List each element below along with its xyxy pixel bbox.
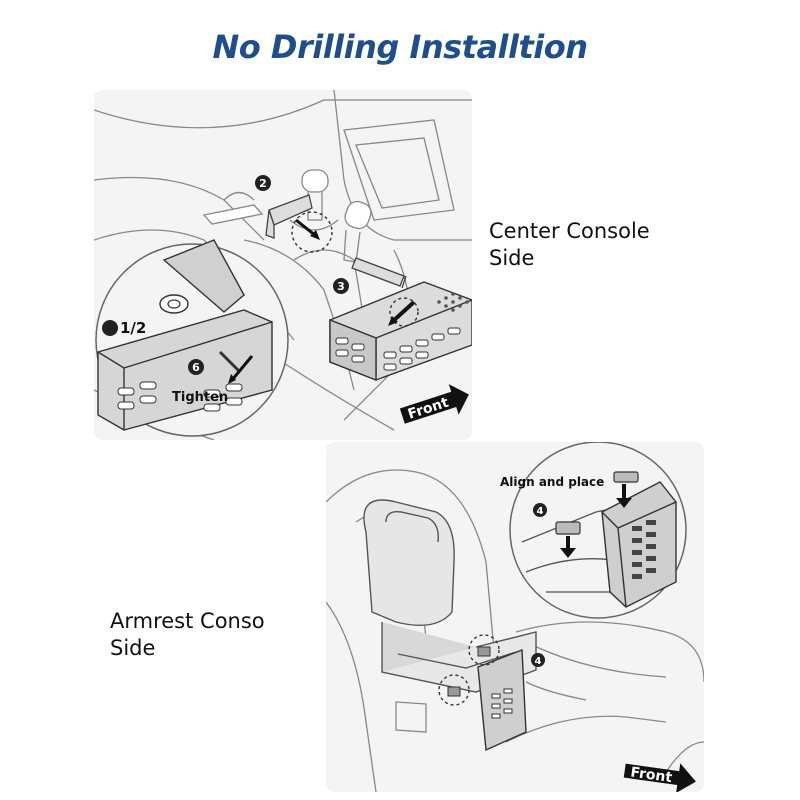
step-badge-2: 2 [255,175,271,191]
svg-text:6: 6 [192,361,200,374]
step-badge-1-2: 1/2 [102,319,146,337]
svg-text:1/2: 1/2 [120,319,146,337]
svg-text:3: 3 [337,280,345,293]
tighten-label: Tighten [172,390,228,405]
center-console-illustration: 2 3 6 1/2 Tighten Front [94,90,472,440]
step-badge-3: 3 [333,278,349,294]
svg-text:Front: Front [629,764,673,786]
step-badge-6: 6 [188,359,204,375]
armrest-label-line2: Side [110,636,156,660]
svg-text:Front: Front [406,395,451,423]
front-arrow: Front [399,384,469,424]
align-and-place-label: Align and place [500,475,604,489]
center-console-label-line1: Center Console [489,219,650,243]
page-title: No Drilling Installtion [212,28,588,66]
armrest-side-label: Armrest Conso Side [110,608,265,662]
svg-text:2: 2 [259,177,267,190]
step-badge-4-main: 4 [531,653,545,667]
front-arrow: Front [623,763,696,792]
svg-text:4: 4 [537,506,544,517]
step-badge-4-inset: 4 [533,503,547,517]
center-console-side-label: Center Console Side [489,218,650,272]
center-console-label-line2: Side [489,246,535,270]
armrest-label-line1: Armrest Conso [110,609,265,633]
armrest-illustration: Align and place 4 4 Front [326,442,704,792]
svg-text:4: 4 [535,656,542,667]
